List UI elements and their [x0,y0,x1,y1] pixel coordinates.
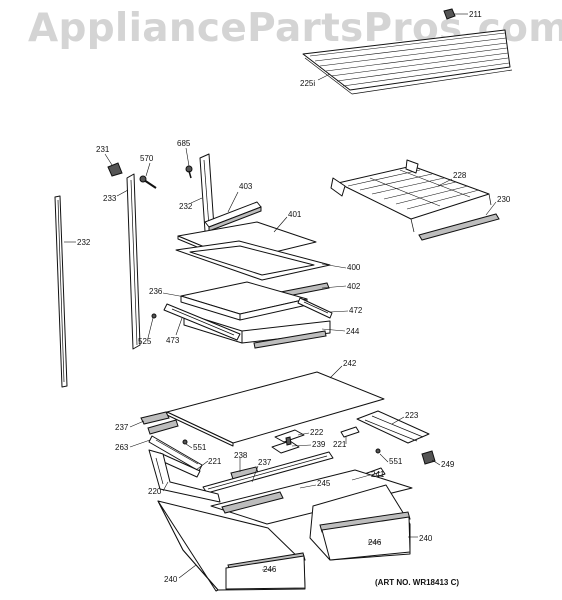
callout-240-right: 240 [419,534,433,543]
callout-220: 220 [148,487,162,496]
screw-551-right [375,448,381,454]
callout-401: 401 [288,210,302,219]
screw-551-left [182,439,188,445]
support-221-center [340,426,360,438]
stop-211 [443,8,456,20]
callout-246-left: 246 [263,565,277,574]
callout-570: 570 [140,154,154,163]
rail-232-left [54,195,68,388]
callout-233: 233 [103,194,117,203]
screw-570 [139,175,157,189]
bracket-239 [271,436,300,454]
callout-222: 222 [310,428,324,437]
art-number: (ART NO. WR18413 C) [375,578,460,587]
callout-525: 525 [138,337,152,346]
callout-228: 228 [453,171,467,180]
callout-239: 239 [312,440,326,449]
shelf-ladder-233 [126,173,141,350]
support-237-left [140,411,179,435]
pan-frame-236 [180,281,308,321]
wire-shelf-228 [330,159,492,233]
callout-237-left: 237 [115,423,129,432]
callout-551-right: 551 [389,457,403,466]
wire-shelf-225 [302,29,513,95]
trim-403 [204,201,262,232]
trim-230 [418,213,500,241]
callout-400: 400 [347,263,361,272]
callout-249: 249 [441,460,455,469]
callout-245: 245 [317,479,331,488]
hinge-231 [107,162,123,177]
callout-236: 236 [149,287,163,296]
callout-244: 244 [346,327,360,336]
slide-472 [297,297,333,319]
callout-221-left: 221 [208,457,222,466]
callout-240-left: 240 [164,575,178,584]
latch-249 [421,450,436,465]
slide-473 [163,303,241,341]
callout-238: 238 [234,451,248,460]
callout-232-middle: 232 [179,202,193,211]
callout-241: 241 [371,470,385,479]
shelf-frame-400 [175,240,331,281]
callout-685: 685 [177,139,191,148]
callout-472: 472 [349,306,363,315]
glass-cover-242 [166,371,385,447]
callout-402: 402 [347,282,361,291]
callout-211: 211 [469,10,482,19]
callout-403: 403 [239,182,253,191]
bracket-220 [148,449,221,503]
callout-221-center: 221 [333,440,347,449]
callout-551-left: 551 [193,443,207,452]
callout-263: 263 [115,443,129,452]
callout-labels: 211 225i 231 570 685 233 232 232 403 401… [77,10,511,584]
bracket-222 [274,429,305,443]
callout-225: 225i [300,79,315,88]
drawer-244 [183,312,331,349]
callout-246-right: 246 [368,538,382,547]
support-223 [356,410,430,444]
frame-245 [210,469,413,525]
screw-525 [151,313,157,319]
pan-240-left [157,500,306,592]
callout-237-center: 237 [258,458,272,467]
screw-685 [185,165,193,179]
callout-473: 473 [166,336,180,345]
callout-223: 223 [405,411,419,420]
callout-232-left: 232 [77,238,91,247]
callout-230: 230 [497,195,511,204]
callout-231: 231 [96,145,110,154]
callout-242: 242 [343,359,357,368]
leader-lines [64,13,497,579]
pan-240-right [309,484,411,561]
